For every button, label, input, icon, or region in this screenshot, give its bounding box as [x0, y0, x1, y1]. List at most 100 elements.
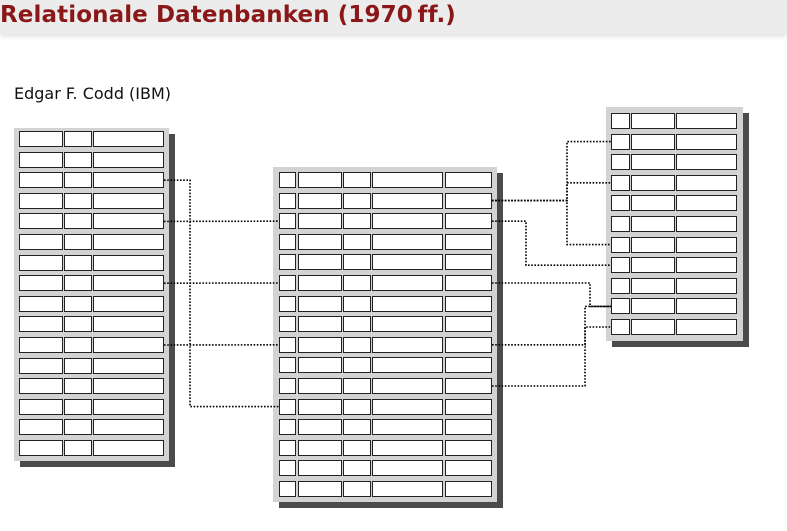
center-table-cell: [298, 316, 342, 333]
relation-link: [492, 182, 611, 202]
left-table-cell: [19, 337, 63, 353]
center-table-cell: [445, 419, 492, 436]
center-table-cell: [279, 398, 296, 415]
center-table-cell: [445, 398, 492, 415]
left-table-cell: [64, 337, 92, 353]
right-table-cell: [676, 133, 737, 150]
right-table-cell: [631, 174, 675, 191]
center-table-cell: [445, 378, 492, 394]
center-table-cell: [372, 439, 443, 456]
center-table-cell: [372, 172, 443, 188]
right-table-cell: [611, 113, 630, 129]
center-table-cell: [445, 481, 492, 497]
relation-link: [492, 140, 611, 202]
left-table-cell: [93, 419, 164, 436]
center-table-cell: [279, 233, 296, 250]
right-table-cell: [611, 216, 630, 232]
right-table-cell: [676, 154, 737, 171]
center-table-cell: [372, 213, 443, 230]
center-table-cell: [298, 233, 342, 250]
center-table-cell: [372, 192, 443, 209]
right-table-cell: [631, 133, 675, 150]
center-table-cell: [298, 172, 342, 188]
right-table-cell: [631, 298, 675, 315]
center-table-cell: [298, 295, 342, 312]
center-table-cell: [298, 275, 342, 291]
relation-link: [164, 179, 279, 408]
left-table-cell: [64, 440, 92, 456]
left-table-cell: [19, 295, 63, 312]
left-table-cell: [19, 172, 63, 189]
center-table-cell: [343, 295, 371, 312]
center-table-cell: [372, 254, 443, 271]
relation-link: [492, 220, 611, 267]
right-table-cell: [631, 216, 675, 232]
center-table-cell: [445, 172, 492, 188]
left-table-cell: [64, 398, 92, 415]
center-table-cell: [298, 192, 342, 209]
center-table: [273, 167, 497, 502]
left-table-cell: [64, 357, 92, 374]
center-table-cell: [372, 357, 443, 374]
center-table-cell: [445, 275, 492, 291]
left-table-cell: [19, 357, 63, 374]
center-table-cell: [372, 295, 443, 312]
center-table-cell: [445, 254, 492, 271]
center-table-cell: [298, 460, 342, 477]
left-table-cell: [19, 275, 63, 292]
left-table-cell: [19, 213, 63, 230]
center-table-cell: [279, 378, 296, 394]
center-table-cell: [343, 398, 371, 415]
right-table-cell: [631, 195, 675, 212]
center-table-cell: [372, 419, 443, 436]
center-table-cell: [445, 460, 492, 477]
left-table-cell: [19, 440, 63, 456]
left-table-cell: [19, 316, 63, 333]
center-table-cell: [445, 213, 492, 230]
center-table-cell: [279, 316, 296, 333]
center-table-cell: [279, 192, 296, 209]
center-table-cell: [298, 336, 342, 353]
right-table-cell: [676, 298, 737, 315]
left-table-cell: [64, 234, 92, 250]
right-table-cell: [611, 298, 630, 315]
right-table-cell: [631, 113, 675, 129]
center-table-cell: [372, 336, 443, 353]
left-table-cell: [64, 419, 92, 436]
left-table-cell: [64, 295, 92, 312]
center-table-cell: [298, 213, 342, 230]
left-table-cell: [19, 378, 63, 395]
slide-title: Relationale Datenbanken (1970 ff.): [0, 2, 456, 28]
center-table-cell: [298, 378, 342, 394]
left-table-cell: [93, 275, 164, 292]
left-table-cell: [64, 213, 92, 230]
left-table-cell: [64, 151, 92, 168]
center-table-cell: [343, 316, 371, 333]
left-table-cell: [19, 192, 63, 209]
left-table-cell: [64, 131, 92, 147]
right-table-cell: [611, 236, 630, 253]
left-table-cell: [64, 192, 92, 209]
center-table-cell: [372, 460, 443, 477]
center-table-cell: [279, 275, 296, 291]
relation-link: [492, 326, 611, 346]
left-table-cell: [19, 398, 63, 415]
left-table-cell: [93, 172, 164, 189]
center-table-cell: [343, 172, 371, 188]
center-table-cell: [279, 460, 296, 477]
right-table-cell: [611, 257, 630, 274]
left-table-cell: [93, 337, 164, 353]
center-table-cell: [445, 192, 492, 209]
left-table-cell: [93, 234, 164, 250]
right-table-cell: [611, 319, 630, 335]
left-table-cell: [93, 151, 164, 168]
left-table-cell: [93, 316, 164, 333]
center-table-cell: [445, 233, 492, 250]
center-table-cell: [343, 357, 371, 374]
center-table-cell: [343, 378, 371, 394]
center-table-cell: [279, 481, 296, 497]
slide-subtitle: Edgar F. Codd (IBM): [14, 84, 172, 103]
left-table-cell: [64, 378, 92, 395]
center-table-cell: [445, 316, 492, 333]
